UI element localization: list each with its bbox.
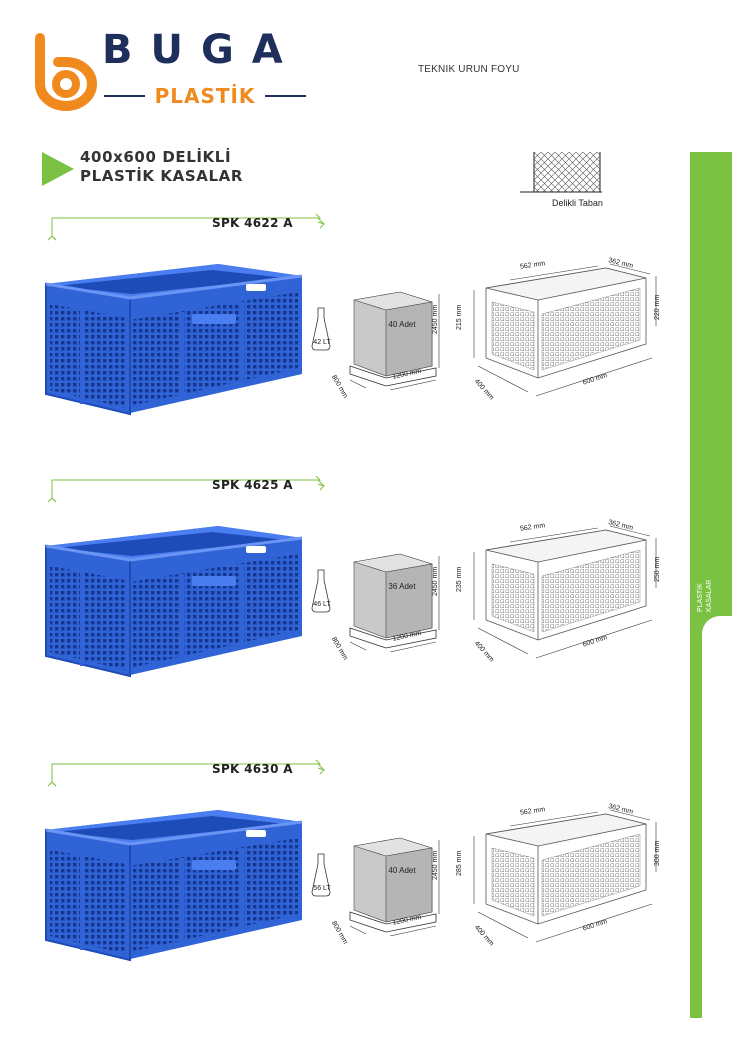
section-title-line2: PLASTİK KASALAR xyxy=(80,167,243,185)
crate-line-drawing xyxy=(473,263,657,397)
outer-height-dim: 300 mm xyxy=(654,840,661,866)
pallet-count: 36 Adet xyxy=(388,582,416,591)
crate-photo xyxy=(45,810,303,962)
brand-rule-right xyxy=(265,95,306,97)
volume-label: 56 LT xyxy=(313,885,331,892)
pallet-count: 40 Adet xyxy=(388,866,416,875)
section-title: 400x600 DELİKLİ PLASTİK KASALAR xyxy=(80,148,243,186)
product-block-1: SPK 4622 A 42 LT xyxy=(0,214,690,474)
pallet-height-dim: 2450 mm xyxy=(432,566,439,596)
volume-bottle-icon xyxy=(311,569,331,613)
buga-logo-mark xyxy=(35,33,97,111)
inner-height-dim: 235 mm xyxy=(456,566,463,592)
outer-height-dim: 250 mm xyxy=(654,556,661,582)
sidebar-label: PLASTİK KASALAR xyxy=(696,578,714,612)
sidebar-label-line1: PLASTİK xyxy=(697,583,704,612)
product-block-3: SPK 4630 A 56 LT xyxy=(0,760,690,1020)
pallet-illustration xyxy=(349,553,440,652)
product-bracket-icon xyxy=(48,760,325,787)
volume-bottle-icon xyxy=(311,853,331,897)
inner-height-dim: 285 mm xyxy=(456,850,463,876)
section-title-line1: 400x600 DELİKLİ xyxy=(80,148,232,166)
product-bracket-icon xyxy=(48,476,325,503)
brand-name: BUGA xyxy=(102,27,301,73)
product-bracket-icon xyxy=(48,214,325,241)
perforated-base-illustration xyxy=(520,152,602,193)
crate-photo xyxy=(45,526,303,678)
product-code: SPK 4630 A xyxy=(212,762,293,776)
pallet-illustration xyxy=(349,837,440,936)
brand-sub: PLASTİK xyxy=(154,84,256,108)
volume-bottle-icon xyxy=(311,307,331,351)
volume-label: 46 LT xyxy=(313,601,331,608)
perforated-base-label: Delikli Taban xyxy=(552,198,603,208)
inner-height-dim: 215 mm xyxy=(456,304,463,330)
crate-photo xyxy=(45,264,303,416)
crate-line-drawing xyxy=(473,525,657,659)
product-code: SPK 4622 A xyxy=(212,216,293,230)
doc-title: TEKNIK URUN FOYU xyxy=(418,64,520,75)
pallet-illustration xyxy=(349,291,440,390)
brand-rule-left xyxy=(104,95,145,97)
crate-line-drawing xyxy=(473,809,657,943)
pallet-count: 40 Adet xyxy=(388,320,416,329)
product-code: SPK 4625 A xyxy=(212,478,293,492)
outer-height-dim: 220 mm xyxy=(654,294,661,320)
section-arrow-icon xyxy=(42,152,74,186)
pallet-height-dim: 2450 mm xyxy=(432,850,439,880)
pallet-height-dim: 2450 mm xyxy=(432,304,439,334)
product-block-2: SPK 4625 A 46 LT xyxy=(0,476,690,736)
volume-label: 42 LT xyxy=(313,339,331,346)
sidebar-label-line2: KASALAR xyxy=(706,579,713,612)
sidebar-notch xyxy=(702,616,732,1018)
brand-sub-row: PLASTİK xyxy=(104,84,306,108)
